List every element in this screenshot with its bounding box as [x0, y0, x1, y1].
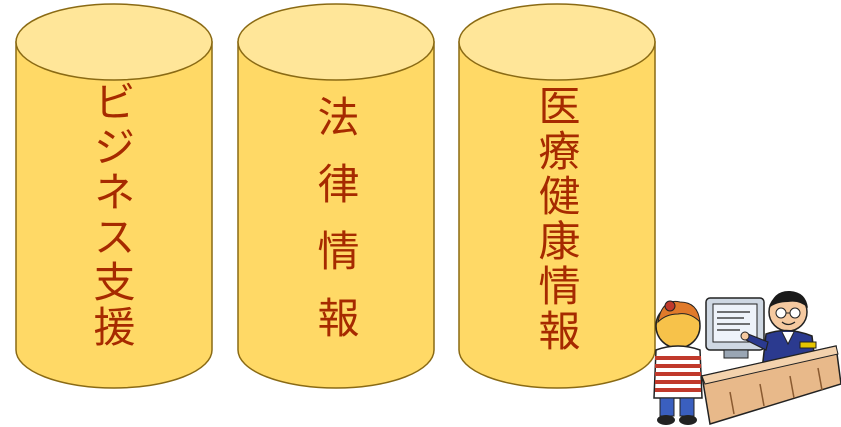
cylinder-shape [237, 3, 435, 389]
desk-icon [701, 345, 841, 425]
cylinder-business-support: ビジネス支援 [14, 0, 214, 392]
computer-monitor-icon [705, 297, 765, 359]
cylinder-medical-health-info: 医療健康情報 [457, 0, 657, 392]
cylinder-label: 法律情報 [311, 95, 360, 363]
patron-figure [653, 300, 703, 425]
cylinder-legal-info: 法律情報 [236, 0, 436, 392]
cylinder-shape [458, 3, 656, 389]
cylinder-shape [15, 3, 213, 389]
cylinder-label: ビジネス支援 [87, 80, 136, 350]
librarian-figure [740, 290, 817, 371]
cylinder-label: 医療健康情報 [532, 84, 581, 354]
librarian-clipart-icon [653, 290, 841, 425]
